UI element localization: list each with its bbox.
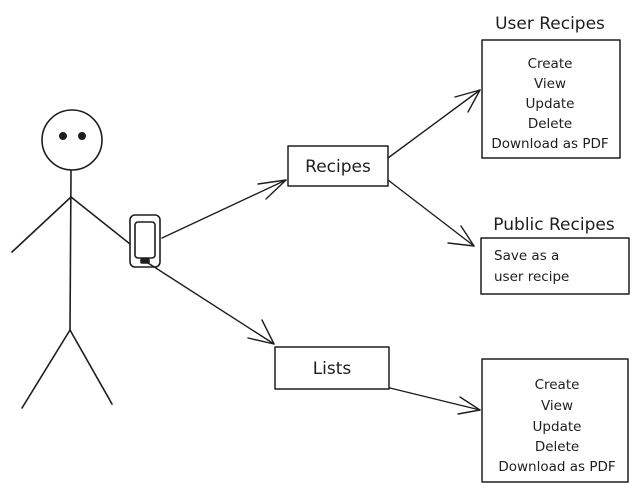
user-recipes-node: User Recipes Create View Update Delete D…: [481, 14, 621, 159]
list-actions-item: Update: [533, 419, 582, 435]
public-recipes-item: user recipe: [494, 269, 569, 285]
arrow-recipes-to-public-recipes: [387, 179, 475, 247]
user-recipes-item: View: [534, 76, 566, 92]
stick-figure-icon: [11, 109, 131, 409]
list-actions-item: Download as PDF: [498, 459, 615, 475]
arrow-phone-to-recipes: [161, 179, 287, 239]
recipes-node: Recipes: [287, 145, 389, 187]
list-actions-item: View: [541, 398, 573, 414]
recipes-label: Recipes: [305, 157, 371, 177]
public-recipes-title: Public Recipes: [493, 215, 615, 235]
smartphone-icon: [129, 214, 161, 268]
user-recipes-item: Create: [528, 56, 573, 72]
list-actions-node: Create View Update Delete Download as PD…: [481, 358, 629, 483]
list-actions-item: Delete: [535, 439, 579, 455]
arrow-lists-to-list-actions: [389, 387, 481, 415]
arrow-recipes-to-user-recipes: [387, 89, 481, 159]
lists-label: Lists: [313, 359, 352, 379]
public-recipes-item: Save as a: [494, 248, 559, 264]
list-actions-item: Create: [535, 377, 580, 393]
arrow-phone-to-lists: [147, 262, 275, 345]
user-recipes-item: Update: [526, 96, 575, 112]
user-recipes-title: User Recipes: [495, 14, 605, 34]
lists-node: Lists: [274, 346, 390, 390]
user-recipes-item: Download as PDF: [491, 136, 608, 152]
public-recipes-node: Public Recipes Save as a user recipe: [480, 215, 630, 295]
user-recipes-item: Delete: [528, 116, 572, 132]
